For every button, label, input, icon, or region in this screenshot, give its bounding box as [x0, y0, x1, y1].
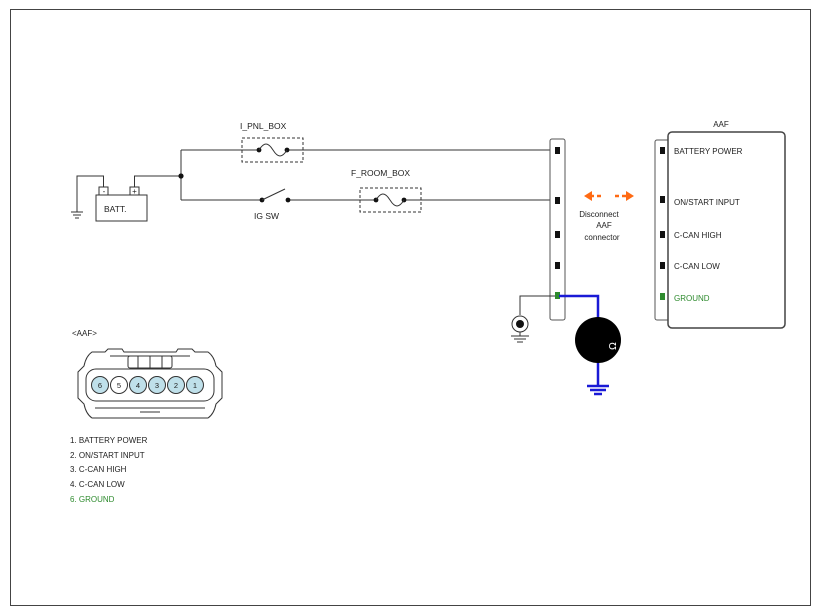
battery-negative-sign: - [103, 187, 106, 196]
connector-pin-number: 5 [117, 381, 121, 390]
ohmmeter-icon: Ω [575, 317, 621, 363]
connector-pin [167, 376, 185, 394]
disconnect-note-line2: AAF [596, 221, 612, 230]
aaf-pin-label: C-CAN HIGH [674, 231, 722, 240]
aaf-pin-label: BATTERY POWER [674, 147, 743, 156]
fuse-box-ipnl [241, 137, 304, 163]
legend-item: 2. ON/START INPUT [70, 451, 145, 460]
diagram-frame [10, 9, 811, 606]
connector-pin [110, 376, 128, 394]
fuse-box-ipnl-label: I_PNL_BOX [240, 121, 287, 131]
harness-connector [549, 138, 566, 321]
connector-pin-number: 3 [155, 381, 159, 390]
battery-positive-wire [134, 149, 553, 201]
connector-pin-number: 6 [98, 381, 102, 390]
battery: - + BATT. [95, 186, 148, 222]
legend-item: 1. BATTERY POWER [70, 436, 148, 445]
chassis-ground-icon [511, 315, 529, 343]
connector-pin [129, 376, 147, 394]
legend-item: 4. C-CAN LOW [70, 480, 125, 489]
fuse-box-froom-label: F_ROOM_BOX [351, 168, 410, 178]
aaf-module-title: AAF [713, 120, 729, 129]
ground-probe-wire [559, 294, 609, 396]
disconnect-arrows-icon [584, 191, 634, 201]
ignition-switch [259, 188, 291, 203]
connector-pin-number: 1 [193, 381, 197, 390]
connector-pin [186, 376, 204, 394]
battery-body [95, 194, 148, 222]
disconnect-note-line3: connector [584, 233, 619, 242]
pin-legend: 1. BATTERY POWER 2. ON/START INPUT 3. C-… [70, 436, 148, 504]
ignition-switch-label: IG SW [254, 211, 279, 221]
legend-item-ground: 6. GROUND [70, 495, 115, 504]
harness-ground-wire [519, 295, 555, 315]
battery-label: BATT. [104, 204, 127, 214]
splice-point [178, 173, 184, 179]
connector-pin [91, 376, 109, 394]
battery-ground-wire [71, 175, 104, 219]
aaf-pin-label: ON/START INPUT [674, 198, 740, 207]
connector-title: <AAF> [72, 329, 97, 338]
connector-pin-number: 2 [174, 381, 178, 390]
disconnect-note-line1: Disconnect [579, 210, 619, 219]
aaf-pin-label: C-CAN LOW [674, 262, 720, 271]
aaf-module [654, 131, 786, 329]
connector-pins: 6 5 4 3 2 1 [91, 376, 204, 394]
fuse-box-froom [359, 187, 422, 213]
battery-positive-sign: + [132, 187, 137, 196]
legend-item: 3. C-CAN HIGH [70, 465, 127, 474]
connector-pin-number: 4 [136, 381, 140, 390]
aaf-pin-label-ground: GROUND [674, 294, 710, 303]
svg-text:Ω: Ω [608, 342, 619, 350]
connector-pin [148, 376, 166, 394]
